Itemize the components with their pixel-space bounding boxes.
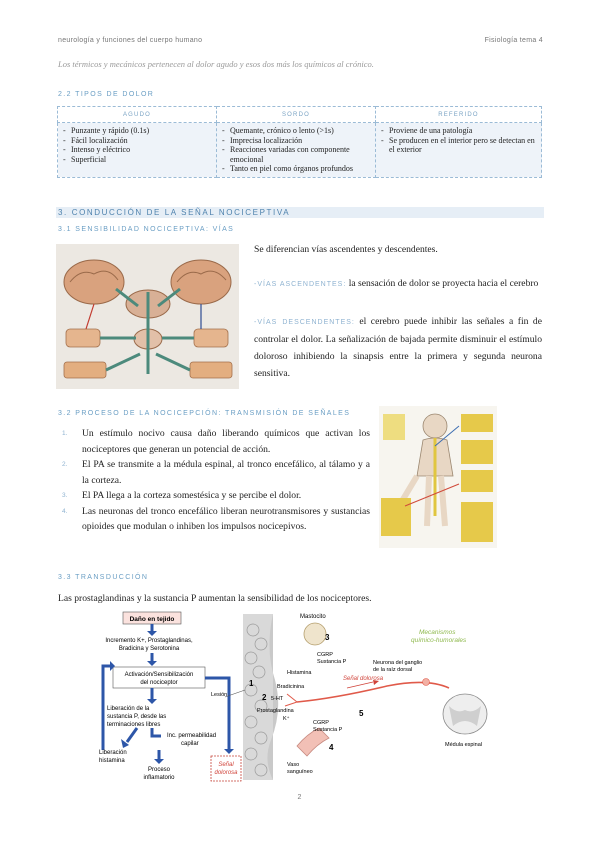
section-3-3-title: 3.3 TRANSDUCCIÓN bbox=[58, 574, 149, 581]
substance-p-label-2: Sustancia P bbox=[313, 727, 343, 733]
spinal-cord-label: Médula espinal bbox=[445, 742, 482, 748]
intro-note: Los térmicos y mecánicos pertenecen al d… bbox=[58, 59, 374, 69]
neuron-label-1: Neurona del ganglio bbox=[373, 660, 422, 666]
nociception-steps: 1.Un estímulo nocivo causa daño liberand… bbox=[62, 426, 370, 535]
cgrp-label-2: CGRP bbox=[313, 720, 329, 726]
list-item: 4.Las neuronas del tronco encefálico lib… bbox=[62, 505, 370, 533]
pain-signal-box bbox=[210, 755, 242, 782]
col-sordo: SORDO bbox=[216, 106, 376, 123]
descending-pathways: -VÍAS DESCENDENTES: el cerebro puede inh… bbox=[254, 313, 542, 382]
list-item: Imprecisa localización bbox=[222, 136, 371, 146]
list-item: Punzante y rápido (0.1s) bbox=[63, 126, 212, 136]
col-agudo: AGUDO bbox=[57, 106, 217, 123]
list-item: 1.Un estímulo nocivo causa daño liberand… bbox=[62, 428, 370, 455]
transduction-diagram: Daño en tejido Incremento K+, Prostaglan… bbox=[99, 611, 488, 782]
pain-signal-label-2: dolorosa bbox=[214, 770, 238, 776]
spinal-cord bbox=[442, 693, 488, 735]
col-referido: REFERIDO bbox=[375, 106, 542, 123]
inflammation-label-1: Proceso bbox=[148, 767, 171, 773]
lesion-label: Lesión bbox=[211, 692, 227, 698]
vessel-label-2: sanguíneo bbox=[287, 769, 313, 775]
cell-referido: Proviene de una patología Se producen en… bbox=[375, 122, 542, 178]
header-subject: Fisiología tema 4 bbox=[484, 37, 543, 44]
step-2-label: 2 bbox=[262, 693, 267, 702]
list-item: Se producen en el interior pero se detec… bbox=[381, 136, 537, 155]
section-3-2-title: 3.2 PROCESO DE LA NOCICEPCIÓN: TRANSMISI… bbox=[58, 410, 351, 417]
vessel-label-1: Vaso bbox=[287, 762, 299, 768]
release-p-label-2: sustancia P, desde las bbox=[107, 714, 166, 720]
ascending-label: -VÍAS ASCENDENTES: bbox=[254, 281, 347, 288]
activation-label-1: Activación/Sensibilización bbox=[125, 672, 194, 678]
list-item: Reacciones variadas con componente emoci… bbox=[222, 145, 371, 164]
descending-label: -VÍAS DESCENDENTES: bbox=[254, 319, 355, 326]
ascending-text: la sensación de dolor se proyecta hacia … bbox=[348, 278, 539, 289]
mechanisms-label-2: químico-humorales bbox=[411, 637, 467, 644]
bradykinin-label: Bradicinina bbox=[277, 684, 305, 690]
list-item: Intenso y eléctrico bbox=[63, 145, 212, 155]
section-3-title: 3. CONDUCCIÓN DE LA SEÑAL NOCICEPTIVA bbox=[56, 207, 544, 218]
list-item: Proviene de una patología bbox=[381, 126, 537, 136]
neuron-label-2: de la raíz dorsal bbox=[373, 667, 412, 673]
ascending-pathways: -VÍAS ASCENDENTES: la sensación de dolor… bbox=[254, 275, 542, 293]
descending-text: el cerebro puede inhibir las señales a f… bbox=[254, 316, 542, 379]
release-p-label-1: Liberación de la bbox=[107, 706, 150, 712]
list-item: Superficial bbox=[63, 155, 212, 165]
mast-cell-shape bbox=[303, 622, 327, 646]
pain-pathways-figure bbox=[56, 244, 239, 389]
step-5-label: 5 bbox=[359, 709, 364, 718]
increase-label-1: Incremento K+, Prostaglandinas, bbox=[105, 638, 193, 644]
histamine-label: Histamina bbox=[287, 670, 312, 676]
step-1-label: 1 bbox=[249, 679, 254, 688]
activation-label-2: del nociceptor bbox=[140, 680, 177, 686]
page-number: 2 bbox=[297, 794, 302, 801]
list-item: Fácil localización bbox=[63, 136, 212, 146]
histamine-release-label-1: Liberación bbox=[99, 750, 127, 756]
cell-sordo: Quemante, crónico o lento (>1s) Imprecis… bbox=[216, 122, 376, 178]
cgrp-label-1: CGRP bbox=[317, 652, 333, 658]
potassium-label: K⁺ bbox=[283, 715, 290, 722]
pathways-intro: Se diferencian vías ascendentes y descen… bbox=[254, 244, 438, 255]
cell-agudo: Punzante y rápido (0.1s) Fácil localizac… bbox=[57, 122, 217, 178]
permeability-label-1: Inc. permeabilidad bbox=[167, 733, 216, 739]
blood-vessel bbox=[296, 727, 330, 757]
pain-signal-label-1: Señal bbox=[218, 762, 234, 768]
release-p-label-3: terminaciones libres bbox=[107, 722, 160, 728]
inflammation-label-2: inflamatorio bbox=[143, 775, 175, 781]
mechanisms-label-1: Mecanismos bbox=[419, 629, 456, 636]
histamine-release-label-2: histamina bbox=[99, 758, 125, 764]
mast-cell-label: Mastocito bbox=[300, 614, 326, 620]
nerve-fiber bbox=[296, 681, 450, 703]
increase-label-2: Bradicina y Serotonina bbox=[119, 646, 180, 652]
header-course: neurología y funciones del cuerpo humano bbox=[58, 37, 203, 44]
list-item: 2.El PA se transmite a la médula espinal… bbox=[62, 459, 370, 486]
serotonin-label: 5-HT bbox=[271, 696, 284, 702]
nociception-process-figure bbox=[379, 406, 497, 548]
step-3-label: 3 bbox=[325, 633, 330, 642]
list-item: 3.El PA llega a la corteza somestésica y… bbox=[62, 490, 302, 501]
step-4-label: 4 bbox=[329, 743, 334, 752]
substance-p-label-1: Sustancia P bbox=[317, 659, 347, 665]
list-item: Quemante, crónico o lento (>1s) bbox=[222, 126, 371, 136]
ganglion-shape bbox=[422, 678, 430, 686]
transduction-text: Las prostaglandinas y la sustancia P aum… bbox=[58, 593, 372, 604]
section-2-2-title: 2.2 TIPOS DE DOLOR bbox=[58, 91, 155, 98]
prostaglandin-label: Prostaglandina bbox=[257, 708, 295, 714]
tissue-damage-label: Daño en tejido bbox=[130, 616, 175, 623]
section-3-1-title: 3.1 SENSIBILIDAD NOCICEPTIVA: VÍAS bbox=[58, 226, 235, 233]
pain-types-table: AGUDO SORDO REFERIDO Punzante y rápido (… bbox=[57, 106, 542, 178]
permeability-label-2: capilar bbox=[181, 741, 199, 747]
pain-signal-arrow-label: Señal dolorosa bbox=[343, 676, 384, 682]
list-item: Tanto en piel como órganos profundos bbox=[222, 164, 371, 174]
